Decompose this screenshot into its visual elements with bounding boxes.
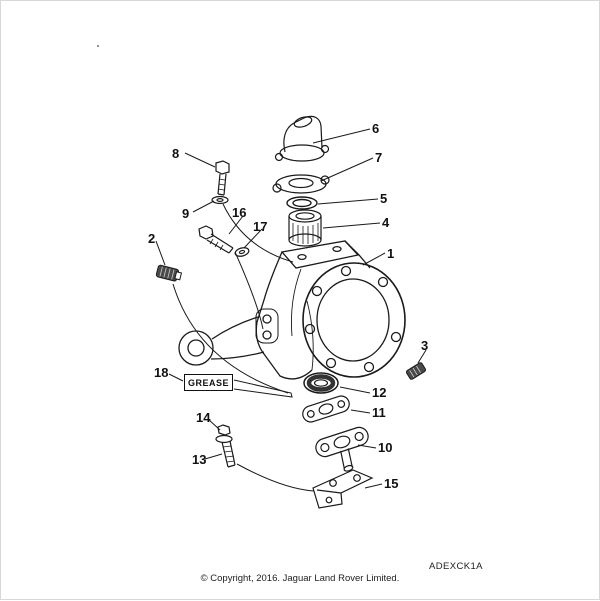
callout-18: 18 <box>154 365 169 380</box>
part-3-plug <box>405 362 427 380</box>
grease-label-box: GREASE <box>184 374 233 391</box>
callout-6: 6 <box>372 121 380 136</box>
part-12-bearing <box>303 372 339 394</box>
part-11-gasket <box>302 395 350 423</box>
diagram-code: ADEXCK1A <box>429 561 483 572</box>
callout-4: 4 <box>382 215 390 230</box>
speck <box>96 44 100 48</box>
callout-7: 7 <box>375 150 383 165</box>
callout-2: 2 <box>148 231 156 246</box>
callout-13: 13 <box>192 452 207 467</box>
copyright-text: © Copyright, 2016. Jaguar Land Rover Lim… <box>200 573 400 584</box>
callout-5: 5 <box>380 191 388 206</box>
part-6-cap <box>274 115 330 162</box>
part-5-seal <box>286 196 318 210</box>
part-16-bolt <box>198 225 234 254</box>
part-2-plug <box>155 264 183 282</box>
callout-11: 11 <box>372 405 386 420</box>
callout-12: 12 <box>372 385 387 400</box>
part-9-washer <box>211 195 229 205</box>
callout-8: 8 <box>172 146 180 161</box>
callout-9: 9 <box>182 206 190 221</box>
part-15-bracket <box>312 469 374 509</box>
callout-14: 14 <box>196 410 211 425</box>
callout-10: 10 <box>378 440 393 455</box>
part-10-swivel-pin <box>315 426 369 472</box>
callout-1: 1 <box>387 246 395 261</box>
callout-17: 17 <box>253 219 268 234</box>
part-1-housing <box>178 240 406 380</box>
part-7-plate <box>272 174 330 194</box>
part-17-washer <box>234 247 250 257</box>
callout-15: 15 <box>384 476 399 491</box>
leader-lines <box>155 128 427 489</box>
part-4-bush <box>288 209 322 247</box>
callout-3: 3 <box>421 338 429 353</box>
part-14-nut <box>215 424 233 444</box>
part-8-bolt <box>215 160 230 196</box>
flow-lines <box>172 203 315 492</box>
grease-needle <box>233 379 293 398</box>
callout-16: 16 <box>232 205 247 220</box>
part-13-bolt <box>221 440 236 468</box>
